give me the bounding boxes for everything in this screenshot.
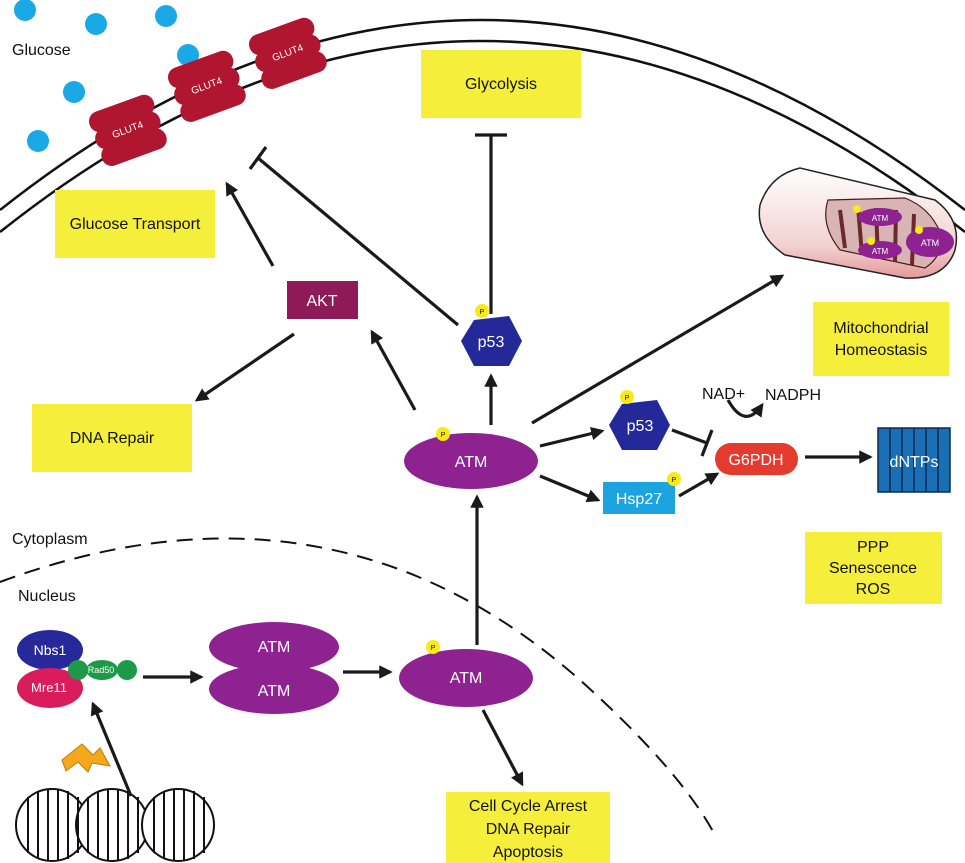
phospho-marker (667, 472, 681, 486)
mito-atm (906, 227, 954, 257)
glut4-transporter-3: GLUT4 (248, 17, 327, 89)
atm-node-nucleus: ATM P (399, 640, 533, 707)
phospho-marker (620, 390, 634, 404)
svg-text:Mre11: Mre11 (31, 680, 67, 695)
cell-outcome-box: Cell Cycle Arrest DNA Repair Apoptosis (446, 792, 610, 863)
arrow-atm-to-p53-right (539, 426, 605, 448)
glucose-molecule (63, 81, 85, 103)
phospho-marker (475, 304, 489, 318)
nucleus-label: Nucleus (18, 588, 76, 605)
svg-text:Glucose Transport: Glucose Transport (70, 216, 201, 233)
svg-text:DNA Repair: DNA Repair (486, 821, 571, 838)
p53-node-upper: p53 P (461, 304, 522, 366)
glucose-molecule (85, 13, 107, 35)
svg-text:ROS: ROS (856, 581, 891, 598)
atm-dimer: ATM ATM (209, 622, 339, 714)
glut4-transporter-2: GLUT4 (167, 50, 246, 122)
svg-text:P: P (480, 309, 485, 316)
mre11-node (17, 668, 83, 708)
svg-text:DNA Repair: DNA Repair (70, 430, 155, 447)
nuclear-envelope (0, 537, 716, 836)
akt-node: AKT (287, 281, 358, 319)
glucose-molecule (27, 130, 49, 152)
lightning-icon (61, 743, 111, 773)
arrow-atm-to-hsp27 (539, 474, 601, 503)
inhibition-lines (248, 133, 714, 457)
mito-atm (858, 208, 902, 226)
svg-text:Senescence: Senescence (829, 560, 917, 577)
ppp-senescence-ros-box: PPP Senescence ROS (805, 532, 942, 604)
glucose-molecules (14, 0, 199, 152)
glucose-molecule (177, 44, 199, 66)
glut4-transporter-1: GLUT4 (88, 94, 167, 166)
glucose-transport-box: Glucose Transport (55, 190, 215, 258)
phospho-marker (426, 640, 440, 654)
arrow-akt-to-dna-repair (194, 332, 295, 402)
glucose-molecule (155, 5, 177, 27)
nbs1-node (17, 630, 83, 670)
svg-text:Glycolysis: Glycolysis (465, 76, 537, 93)
svg-text:Homeostasis: Homeostasis (835, 342, 927, 359)
mrn-complex: Nbs1 Mre11 Rad50 (17, 630, 137, 708)
svg-text:Rad50: Rad50 (88, 665, 115, 675)
svg-text:P: P (625, 395, 630, 402)
inhibit-p53-glucose-transport (256, 156, 460, 327)
svg-text:Cell Cycle Arrest: Cell Cycle Arrest (469, 798, 588, 815)
svg-text:ATM: ATM (872, 247, 889, 256)
nad-conversion-arrow (726, 399, 764, 418)
arrow-atm-to-mitochondrion (531, 274, 785, 425)
svg-text:P: P (431, 645, 436, 652)
hsp27-node: Hsp27 P (603, 472, 681, 514)
phospho-marker (436, 427, 450, 441)
dna-repair-box: DNA Repair (32, 404, 192, 472)
arrow-akt-to-glucose-transport (225, 181, 275, 267)
glucose-molecule (14, 0, 36, 21)
svg-text:P: P (441, 432, 446, 439)
pathway-arrows (90, 181, 873, 797)
svg-text:p53: p53 (627, 418, 654, 435)
arrow-atm-to-akt (370, 329, 417, 411)
svg-text:Nbs1: Nbs1 (34, 642, 67, 658)
svg-text:PPP: PPP (857, 539, 889, 556)
svg-text:ATM: ATM (450, 670, 483, 687)
svg-text:Mitochondrial: Mitochondrial (833, 320, 928, 337)
svg-text:ATM: ATM (455, 454, 488, 471)
glucose-label: Glucose (12, 42, 71, 59)
svg-text:ATM: ATM (872, 214, 889, 223)
arrow-hsp27-to-g6pdh (678, 472, 720, 498)
dna-chromatin (15, 788, 215, 862)
mitochondrial-homeostasis-box: Mitochondrial Homeostasis (813, 302, 949, 376)
svg-text:Hsp27: Hsp27 (616, 491, 662, 508)
svg-text:Apoptosis: Apoptosis (493, 844, 563, 861)
mito-atm (858, 241, 902, 259)
nad-plus-label: NAD+ (702, 386, 745, 403)
svg-text:P: P (672, 477, 677, 484)
rad50-node (68, 660, 88, 680)
dntps-node: dNTPs (877, 427, 951, 493)
inhibit-p53-g6pdh (671, 428, 708, 445)
p53-node-right: p53 P (609, 390, 670, 450)
atm-node-cytoplasm: ATM P (404, 427, 538, 489)
nadph-label: NADPH (765, 387, 821, 404)
svg-text:ATM: ATM (921, 238, 939, 248)
svg-text:p53: p53 (478, 334, 505, 351)
arrow-dna-to-mrn (90, 701, 133, 797)
mitochondrion: ATM ATM ATM (758, 167, 958, 279)
g6pdh-node: G6PDH (715, 443, 798, 475)
glycolysis-box: Glycolysis (421, 50, 581, 118)
svg-text:G6PDH: G6PDH (728, 452, 783, 469)
svg-text:ATM: ATM (258, 639, 291, 656)
cytoplasm-label: Cytoplasm (12, 531, 88, 548)
svg-text:AKT: AKT (306, 293, 337, 310)
svg-text:dNTPs: dNTPs (890, 454, 939, 471)
arrow-atm-nucleus-to-outcome (481, 709, 524, 787)
svg-text:ATM: ATM (258, 683, 291, 700)
